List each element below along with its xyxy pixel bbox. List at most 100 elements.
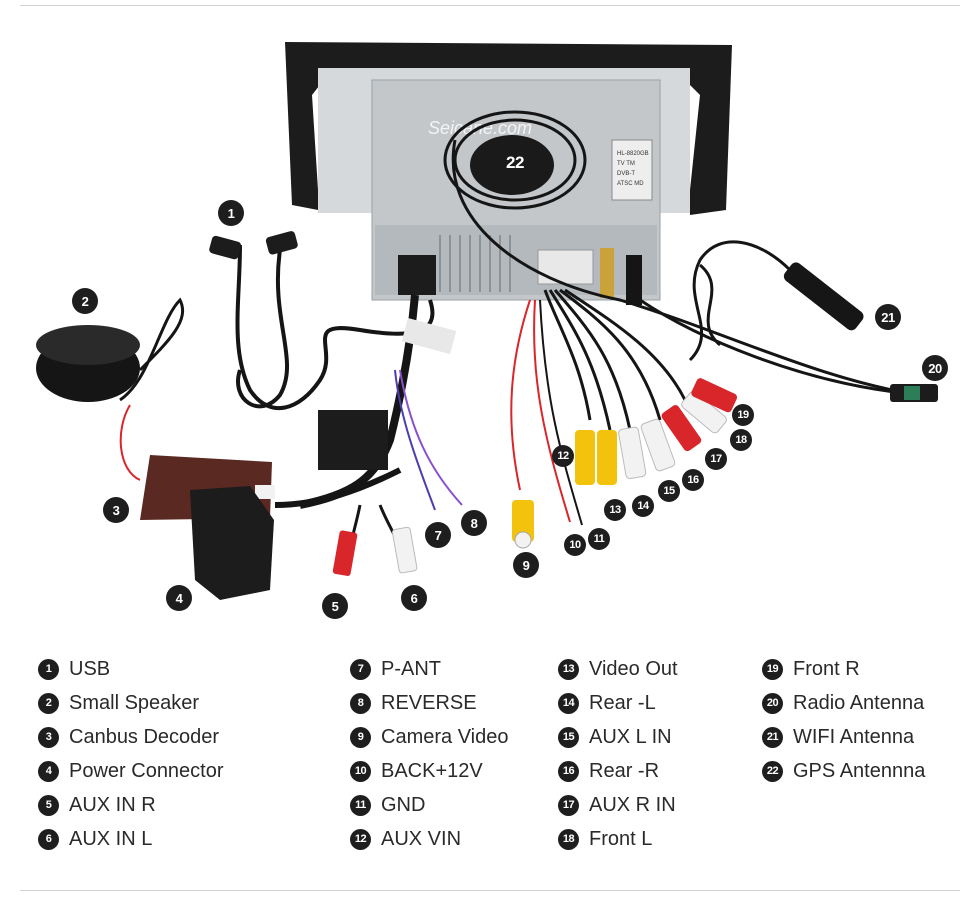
legend-number: 17 — [558, 794, 579, 816]
thin-wires — [394, 299, 583, 526]
small-speaker — [36, 297, 185, 481]
legend-item: 13 Video Out — [558, 652, 678, 686]
legend-number: 20 — [762, 692, 783, 714]
legend-item: 22 GPS Antennna — [762, 754, 925, 788]
legend-number: 13 — [558, 658, 579, 680]
callout-18: 18 — [730, 429, 752, 451]
legend-divider — [20, 890, 960, 891]
legend-label: USB — [69, 657, 111, 680]
legend-label: Camera Video — [381, 725, 509, 748]
unit-label-3: DVB-T — [617, 171, 635, 177]
callout-22: 22 — [506, 153, 524, 172]
callout-7: 7 — [425, 522, 451, 548]
callout-19: 19 — [732, 404, 754, 426]
callout-3: 3 — [103, 497, 129, 523]
legend-number: 11 — [350, 794, 371, 816]
legend-label: AUX R IN — [589, 793, 676, 816]
legend-number: 10 — [350, 760, 371, 782]
top-divider — [20, 5, 960, 6]
callout-17: 17 — [705, 448, 727, 470]
legend-label: Small Speaker — [69, 691, 200, 714]
legend-number: 6 — [38, 828, 59, 850]
callout-21: 21 — [875, 304, 901, 330]
callout-9: 9 — [513, 552, 539, 578]
callout-11: 11 — [588, 528, 610, 550]
legend-label: Rear -L — [589, 691, 656, 714]
callout-8: 8 — [461, 510, 487, 536]
legend-number: 3 — [38, 726, 59, 748]
callout-10: 10 — [564, 534, 586, 556]
legend-item: 2 Small Speaker — [38, 686, 224, 720]
legend-label: GND — [381, 793, 426, 816]
legend-number: 21 — [762, 726, 783, 748]
legend-column-4: 19 Front R 20 Radio Antenna 21 WIFI Antenna… — [762, 652, 925, 788]
legend-item: 1 USB — [38, 652, 224, 686]
legend-number: 14 — [558, 692, 579, 714]
legend-item: 20 Radio Antenna — [762, 686, 925, 720]
radio-antenna-connector — [639, 298, 938, 402]
legend-item: 18 Front L — [558, 822, 678, 856]
legend-number: 7 — [350, 658, 371, 680]
callout-6: 6 — [401, 585, 427, 611]
power-connector — [190, 467, 402, 600]
callout-2: 2 — [72, 288, 98, 314]
legend-item: 5 AUX IN R — [38, 788, 224, 822]
legend-number: 18 — [558, 828, 579, 850]
callout-16: 16 — [682, 469, 704, 491]
wifi-antenna — [688, 240, 864, 362]
callout-5: 5 — [322, 593, 348, 619]
legend-item: 8 REVERSE — [350, 686, 508, 720]
legend-item: 11 GND — [350, 788, 508, 822]
legend-number: 16 — [558, 760, 579, 782]
legend-label: BACK+12V — [381, 759, 483, 782]
legend-number: 4 — [38, 760, 59, 782]
legend-item: 21 WIFI Antenna — [762, 720, 925, 754]
legend-item: 17 AUX R IN — [558, 788, 678, 822]
legend-item: 7 P-ANT — [350, 652, 508, 686]
gps-antenna — [443, 110, 921, 397]
wiring-illustration: HL-8820GB TV TM DVB-T ATSC MD Seicane.co… — [36, 42, 938, 600]
callout-4: 4 — [166, 585, 192, 611]
legend-label: Front R — [793, 657, 860, 680]
legend-number: 5 — [38, 794, 59, 816]
legend-item: 14 Rear -L — [558, 686, 678, 720]
unit-label-2: TV TM — [617, 161, 635, 167]
legend-item: 15 AUX L IN — [558, 720, 678, 754]
callout-13: 13 — [604, 499, 626, 521]
legend-number: 9 — [350, 726, 371, 748]
rca-bundle — [543, 288, 738, 485]
legend-column-2: 7 P-ANT 8 REVERSE 9 Camera Video 10 BACK+12V… — [350, 652, 508, 856]
legend-label: Rear -R — [589, 759, 660, 782]
callout-14: 14 — [632, 495, 654, 517]
legend-label: Front L — [589, 827, 653, 850]
unit-label-4: ATSC MD — [617, 181, 644, 187]
legend-label: GPS Antennna — [793, 759, 926, 782]
legend-label: REVERSE — [381, 691, 477, 714]
legend-number: 15 — [558, 726, 579, 748]
legend-item: 9 Camera Video — [350, 720, 508, 754]
legend-label: WIFI Antenna — [793, 725, 915, 748]
legend-label: P-ANT — [381, 657, 441, 680]
callout-12: 12 — [552, 445, 574, 467]
legend-number: 1 — [38, 658, 59, 680]
legend-number: 19 — [762, 658, 783, 680]
unit-label-1: HL-8820GB — [617, 151, 649, 157]
filter-box — [318, 410, 388, 470]
legend-number: 8 — [350, 692, 371, 714]
legend-label: AUX L IN — [589, 725, 672, 748]
aux-in-plugs — [332, 504, 418, 576]
callout-20: 20 — [922, 355, 948, 381]
legend-label: AUX IN R — [69, 793, 156, 816]
callout-1: 1 — [218, 200, 244, 226]
usb-cables — [209, 231, 435, 410]
legend-number: 22 — [762, 760, 783, 782]
legend-label: Video Out — [589, 657, 678, 680]
legend-label: Radio Antenna — [793, 691, 925, 714]
legend-number: 2 — [38, 692, 59, 714]
